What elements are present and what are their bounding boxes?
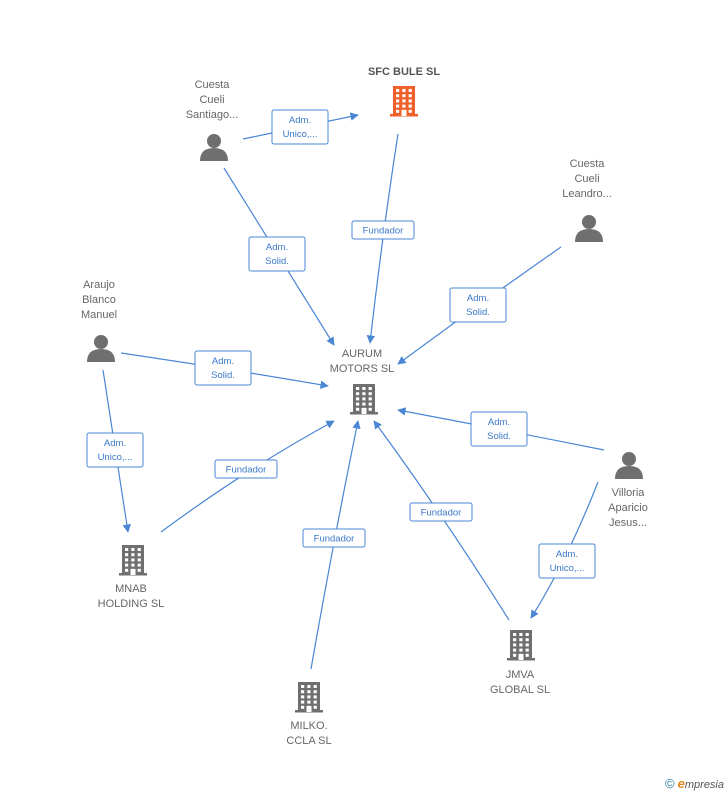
edge-label[interactable]: Adm. Unico,... — [538, 543, 596, 579]
node-label: Cueli — [574, 173, 599, 185]
node-label: MNAB — [115, 583, 147, 595]
edge-label-box — [538, 543, 596, 579]
node-mnab[interactable]: MNAB HOLDING SL — [98, 545, 165, 610]
edge-label-text: Adm. — [556, 549, 578, 560]
edge-label[interactable]: Adm. Solid. — [449, 287, 507, 323]
edge-label-text: Unico,... — [550, 563, 585, 574]
building-icon — [350, 384, 378, 415]
edge-label-box — [351, 220, 415, 240]
node-label: Cuesta — [195, 79, 231, 91]
person-icon — [575, 215, 603, 242]
node-label: Araujo — [83, 279, 115, 291]
edge-label-text: Solid. — [265, 256, 289, 267]
edge-label[interactable]: Adm. Solid. — [248, 236, 306, 272]
node-label: Villoria — [612, 487, 646, 499]
person-icon — [200, 134, 228, 161]
edge-label[interactable]: Adm. Solid. — [470, 411, 528, 447]
node-label: Jesus... — [609, 517, 647, 529]
building-icon — [390, 86, 418, 117]
node-label: Manuel — [81, 309, 117, 321]
building-icon — [119, 545, 147, 576]
edge-label-box — [214, 459, 278, 479]
node-label: Cuesta — [570, 158, 606, 170]
edge-label-box — [449, 287, 507, 323]
edge-label-text: Unico,... — [98, 452, 133, 463]
node-leandro[interactable]: CuestaCueliLeandro... — [562, 158, 612, 242]
node-sfc[interactable]: SFC BULE SL — [368, 66, 440, 117]
node-label: AURUM — [342, 348, 382, 360]
node-label: Santiago... — [186, 109, 239, 121]
edge-label-text: Adm. — [289, 115, 311, 126]
edge-label-text: Adm. — [467, 293, 489, 304]
node-santiago[interactable]: CuestaCueliSantiago... — [186, 79, 239, 161]
edge-label-text: Fundador — [314, 534, 355, 545]
copyright-icon: © — [665, 776, 675, 791]
node-label: CCLA SL — [286, 735, 331, 747]
node-label: JMVA — [506, 669, 535, 681]
footer-brand[interactable]: ©empresia — [665, 776, 724, 791]
edge-label[interactable]: Fundador — [409, 502, 473, 522]
node-label: Cueli — [199, 94, 224, 106]
edge-label[interactable]: Fundador — [214, 459, 278, 479]
edge-label[interactable]: Adm. Unico,... — [86, 432, 144, 468]
edge-labels-layer: Adm.Unico,...Adm.Solid.FundadorAdm.Solid… — [86, 109, 596, 579]
edge-label-text: Fundador — [363, 226, 404, 237]
edge-label-text: Solid. — [211, 370, 235, 381]
node-label: GLOBAL SL — [490, 684, 550, 696]
edge-label-box — [194, 350, 252, 386]
edge-label-text: Fundador — [226, 465, 267, 476]
edge-label-text: Solid. — [487, 431, 511, 442]
edge-label-text: Unico,... — [283, 129, 318, 140]
edge-label-text: Fundador — [421, 508, 462, 519]
edge-label-box — [248, 236, 306, 272]
brand-logo: empresia — [677, 776, 724, 791]
edge-label-box — [86, 432, 144, 468]
edge-label-box — [271, 109, 329, 145]
node-label: Leandro... — [562, 188, 612, 200]
building-icon — [295, 682, 323, 713]
node-label: MOTORS SL — [330, 363, 395, 375]
edge-label-box — [409, 502, 473, 522]
node-label: MILKO. — [290, 720, 327, 732]
edge-label-text: Adm. — [212, 356, 234, 367]
person-icon — [615, 452, 643, 479]
node-label: HOLDING SL — [98, 598, 165, 610]
node-label: Blanco — [82, 294, 116, 306]
edge-label-box — [470, 411, 528, 447]
edge-label-text: Adm. — [266, 242, 288, 253]
node-jmva[interactable]: JMVA GLOBAL SL — [490, 630, 550, 696]
edge-label-box — [302, 528, 366, 548]
node-label: SFC BULE SL — [368, 66, 440, 78]
node-label: Aparicio — [608, 502, 648, 514]
node-aurum[interactable]: AURUM MOTORS SL — [330, 348, 395, 415]
node-villoria[interactable]: VilloriaAparicioJesus... — [608, 452, 648, 529]
edge-label[interactable]: Fundador — [351, 220, 415, 240]
building-icon — [507, 630, 535, 661]
edge-label[interactable]: Fundador — [302, 528, 366, 548]
node-milko[interactable]: MILKO. CCLA SL — [286, 682, 332, 747]
person-icon — [87, 335, 115, 362]
edge-label-text: Solid. — [466, 307, 490, 318]
edge-label[interactable]: Adm. Unico,... — [271, 109, 329, 145]
edge-label[interactable]: Adm. Solid. — [194, 350, 252, 386]
edge-label-text: Adm. — [104, 438, 126, 449]
edge-label-text: Adm. — [488, 417, 510, 428]
